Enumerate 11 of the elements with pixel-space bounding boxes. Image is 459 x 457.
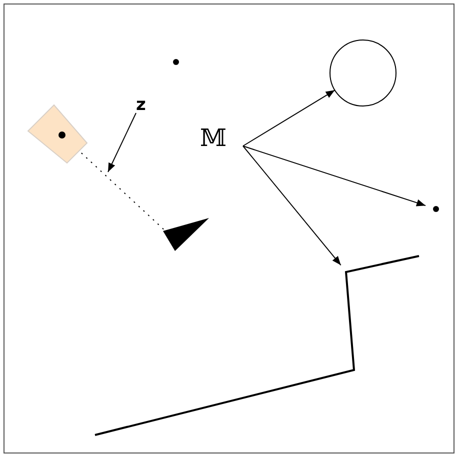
arrow [242,90,336,146]
triangle-shape [163,218,209,251]
zigzag-line [94,255,420,436]
arrow [242,146,342,266]
dot-marker [433,206,439,212]
set-symbol-label: 𝕄 [200,124,227,152]
dot-marker [173,59,179,65]
circle-shape [330,40,396,106]
arrow [242,146,426,206]
variable-label: z [136,95,146,115]
leader-line [108,112,136,172]
